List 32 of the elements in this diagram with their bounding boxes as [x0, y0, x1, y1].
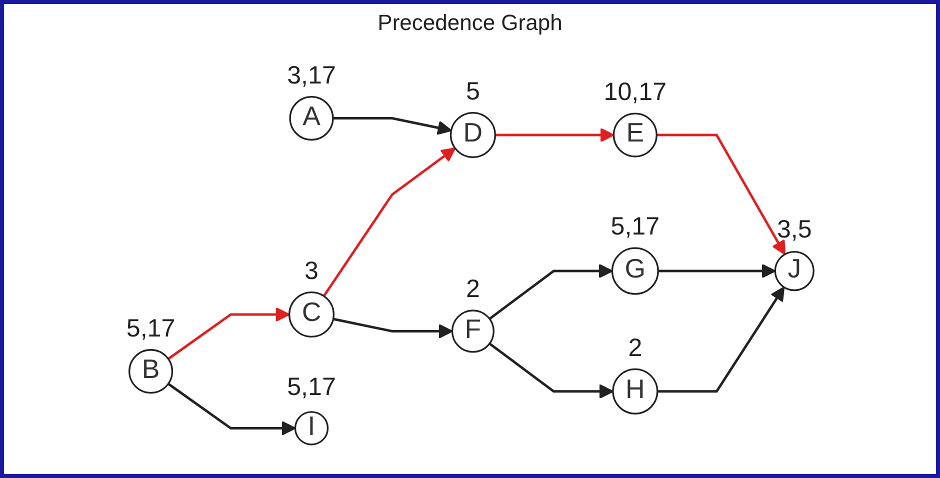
node-annotation: 5,17: [610, 212, 660, 241]
node-label: E: [626, 120, 644, 148]
arrow: [488, 342, 614, 399]
node-annotation: 3: [304, 256, 318, 285]
node-annotation: 5,17: [287, 372, 336, 401]
node-label: B: [142, 356, 160, 385]
node-annotation: 3,17: [287, 61, 336, 90]
node-label: D: [463, 120, 483, 148]
arrow: [657, 286, 785, 393]
arrow: [495, 128, 614, 142]
arrow: [488, 264, 613, 320]
arrow: [322, 148, 456, 297]
node-annotation: 3,5: [776, 216, 812, 244]
node-annotation: 2: [628, 334, 642, 362]
arrow: [168, 307, 290, 360]
node-label: G: [624, 256, 646, 284]
node-label: C: [302, 299, 322, 328]
node-label: A: [302, 103, 320, 132]
node-label: J: [788, 256, 802, 284]
node-annotation: 10,17: [604, 78, 667, 106]
node-annotation: 2: [466, 275, 480, 304]
node-label: F: [464, 316, 482, 345]
arrow: [168, 382, 296, 436]
node-annotation: 5,17: [126, 314, 176, 343]
node-label: I: [308, 413, 316, 442]
node-annotation: 5: [466, 77, 480, 106]
diagram-title: Precedence Graph: [378, 10, 562, 36]
arrow: [332, 117, 452, 136]
arrow: [656, 134, 786, 255]
node-label: H: [626, 376, 645, 405]
arrow: [658, 264, 776, 278]
arrow: [333, 318, 453, 339]
